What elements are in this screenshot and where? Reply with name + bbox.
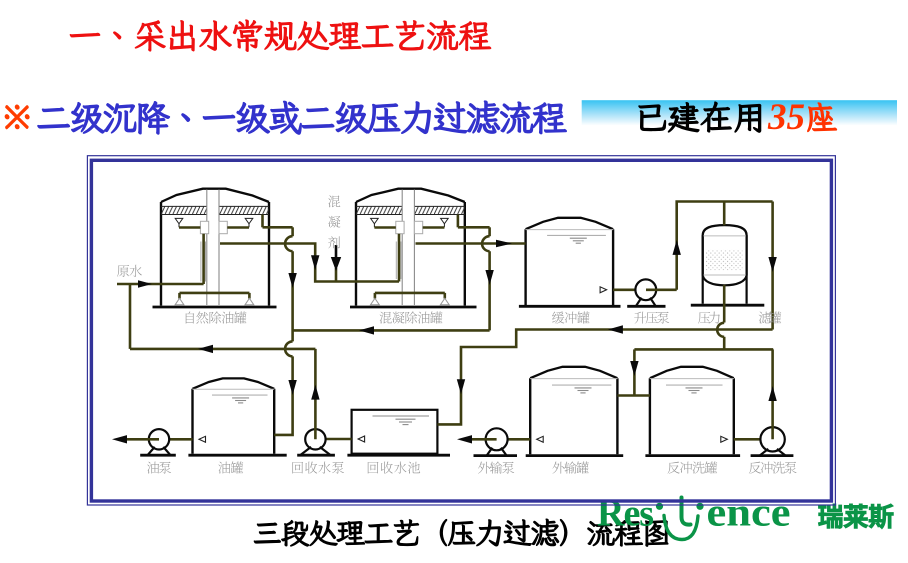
svg-text:35: 35 bbox=[767, 97, 805, 138]
svg-text:Res: Res bbox=[597, 492, 653, 534]
svg-text:ence: ence bbox=[707, 489, 791, 534]
